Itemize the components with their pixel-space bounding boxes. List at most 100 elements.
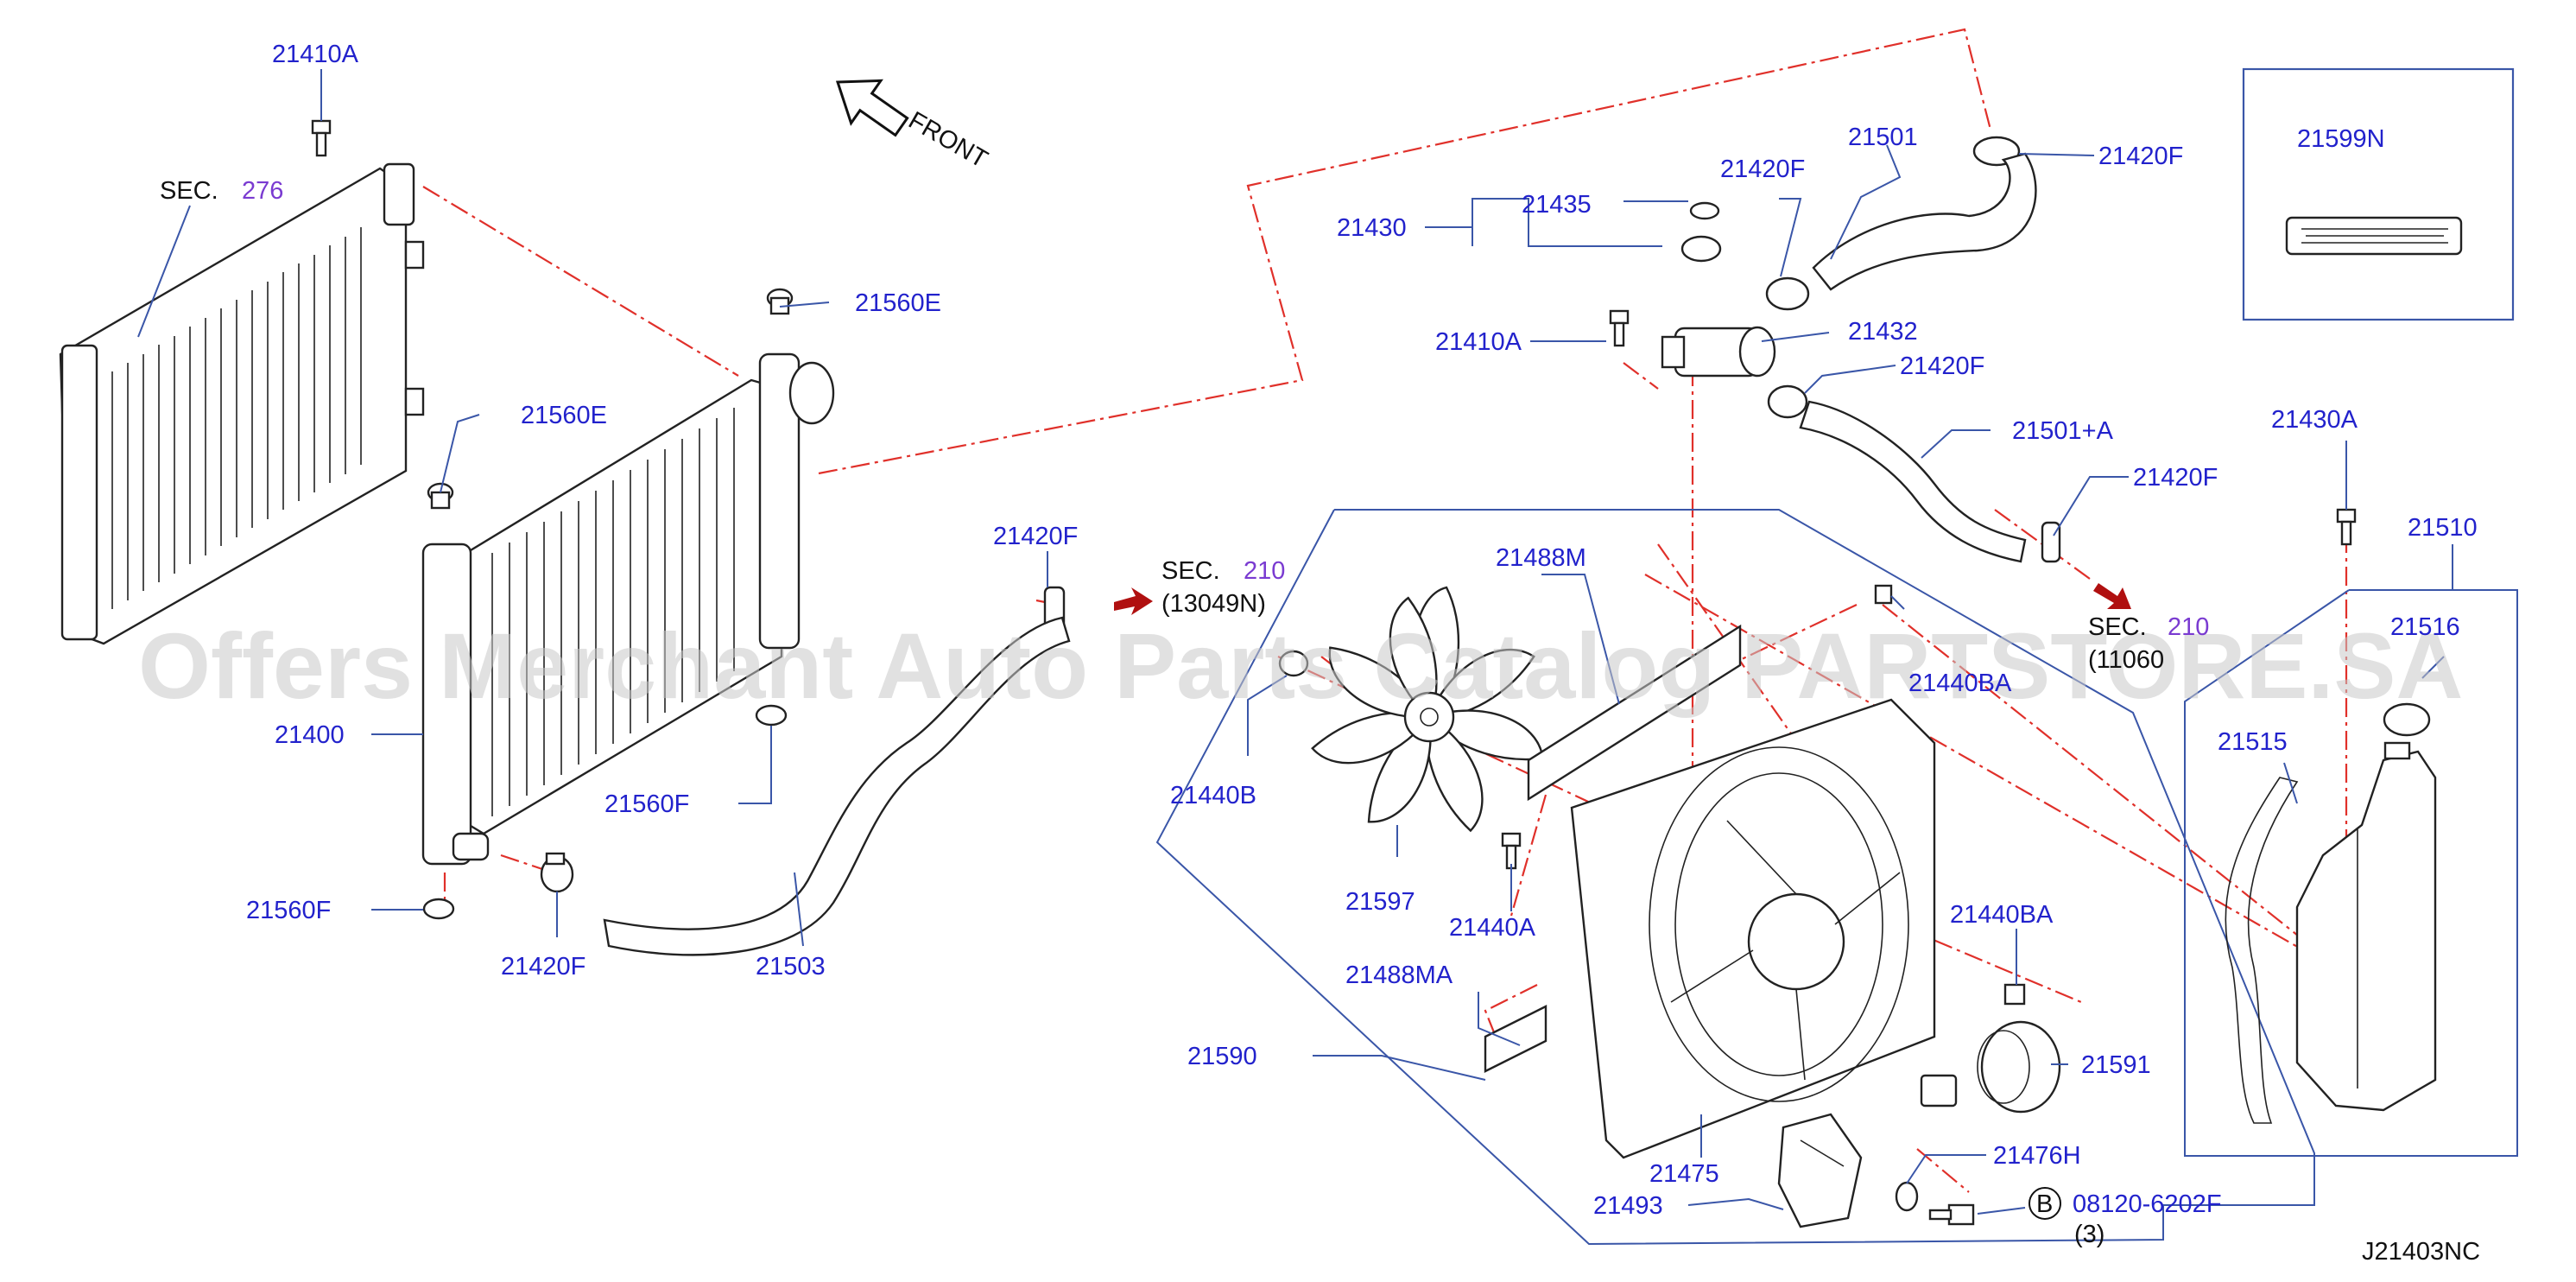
callout-21501: 21501: [1848, 124, 1918, 151]
water-outlet-21432: [1661, 235, 1776, 378]
sec-ref-radiator: SEC.: [160, 177, 218, 205]
radiator: [421, 352, 835, 866]
fan-motor-21591: [1920, 1020, 2061, 1114]
callout-21410A-mid: 21410A: [1435, 328, 1522, 356]
condenser-fins: [96, 227, 362, 618]
cap-21435: [1689, 201, 1720, 220]
callout-21420F-top-right: 21420F: [2098, 143, 2183, 170]
sec-ref-engine-num: 210: [1244, 557, 1285, 585]
radiator-upper-outlet: [788, 361, 835, 425]
foam-21488M: [1527, 624, 1742, 802]
engine-section-arrow: [1114, 587, 1153, 615]
callout-21430: 21430: [1337, 214, 1407, 242]
fan-blade-21597: [1311, 586, 1544, 833]
leader-lines: [137, 69, 2453, 1215]
callout-21440B: 21440B: [1170, 782, 1256, 809]
section-arrows: [1114, 583, 2131, 615]
callout-21493: 21493: [1593, 1192, 1663, 1220]
callout-21591: 21591: [2081, 1051, 2151, 1079]
hose-21501: [1812, 152, 2037, 291]
callout-21476H: 21476H: [1993, 1142, 2081, 1170]
radiator-fins: [491, 408, 735, 816]
bolt-marker-letter: B: [2036, 1190, 2053, 1218]
callout-21420F-hose: 21420F: [993, 523, 1078, 550]
fan-assembly-outline: [1155, 509, 2315, 1246]
callout-21516: 21516: [2390, 613, 2460, 641]
clamp-21420F-bottom: [540, 852, 574, 893]
washer-21476H: [1895, 1181, 1919, 1212]
sec-ref-rear-num: 210: [2168, 613, 2209, 641]
reservoir-box-outline: [2184, 589, 2518, 1157]
sec-ref-engine: SEC.: [1161, 557, 1220, 585]
callout-21410A-top: 21410A: [272, 41, 359, 68]
callout-21510: 21510: [2408, 514, 2478, 542]
callout-21560E-top: 21560E: [855, 289, 941, 317]
callout-21488MA: 21488MA: [1345, 962, 1453, 989]
rear-section-arrow: [2093, 583, 2131, 609]
callout-21440A: 21440A: [1449, 914, 1536, 942]
bolt-quantity: (3): [2074, 1221, 2104, 1248]
grommet-21560F-bottom: [422, 898, 455, 920]
bolt-21440A: [1501, 832, 1522, 870]
radiator-lower-outlet: [452, 832, 490, 861]
bolt-08120: [1928, 1203, 1975, 1226]
clip-21440B: [1278, 650, 1309, 677]
callout-21503: 21503: [756, 953, 826, 981]
fan-shroud-21590: [1570, 698, 1936, 1159]
callout-21590: 21590: [1187, 1043, 1257, 1070]
front-direction-arrow: [835, 79, 909, 137]
sec-ref-rear: SEC.: [2088, 613, 2147, 641]
callout-21560F-bottom: 21560F: [246, 897, 331, 924]
clip-21440BA-top: [1874, 584, 1893, 605]
hoses: [603, 152, 2299, 1124]
callout-21420F-upper: 21420F: [1720, 155, 1805, 183]
radiator-right-tank: [758, 352, 801, 650]
inset-box: [2242, 67, 2515, 321]
condenser: [59, 162, 425, 645]
reservoir-cap-21516: [2383, 702, 2431, 737]
bolt-marker: B: [2029, 1187, 2061, 1220]
hose-21515: [2225, 777, 2299, 1124]
hose-21503: [603, 616, 1071, 956]
callout-21432: 21432: [1848, 318, 1918, 346]
callout-21488M: 21488M: [1496, 544, 1586, 572]
callout-21430A: 21430A: [2271, 406, 2358, 434]
callout-21599N: 21599N: [2297, 125, 2385, 153]
reservoir-tank-21510: [2295, 702, 2437, 1112]
callout-21420F-bottom: 21420F: [501, 953, 585, 981]
callout-21560E-left: 21560E: [521, 402, 607, 429]
grommet-21560E-top: [766, 288, 794, 315]
clamp-21420F-upper: [1765, 276, 1810, 311]
callout-21597: 21597: [1345, 888, 1415, 916]
radiator-left-tank: [421, 543, 472, 866]
grommet-21560E-left: [427, 482, 454, 510]
grommet-21560F-mid: [755, 704, 788, 727]
resistor-21493: [1777, 1113, 1863, 1228]
diagram-code: J21403NC: [2362, 1238, 2480, 1266]
callout-21475: 21475: [1649, 1160, 1719, 1188]
callout-08120-6202F: 08120-6202F: [2073, 1190, 2222, 1218]
fasteners: [311, 119, 2357, 1226]
sec-ref-engine-code: (13049N): [1161, 590, 1266, 618]
callout-21560F-mid: 21560F: [604, 790, 689, 818]
front-label: FRONT: [904, 106, 993, 174]
callout-21420F-mid: 21420F: [1900, 352, 1984, 380]
watermark-text: Offers Merchant Auto Parts Catalog PARTS…: [138, 613, 2463, 718]
callout-21440BA-bottom: 21440BA: [1950, 901, 2054, 929]
callout-21501A: 21501+A: [2012, 417, 2114, 445]
bolt-21410A-top: [311, 119, 332, 157]
callout-21435: 21435: [1522, 191, 1592, 219]
callout-21420F-right: 21420F: [2133, 464, 2218, 492]
clip-21440BA-bottom: [2003, 983, 2026, 1006]
bolt-21410A-mid: [1609, 309, 1630, 347]
callout-21440BA-top: 21440BA: [1908, 670, 2012, 697]
bolt-21430A: [2336, 508, 2357, 546]
foam-21488MA: [1484, 1005, 1547, 1073]
clamp-21420F-mid: [1767, 384, 1808, 419]
hose-21501A: [1799, 400, 2027, 563]
sec-ref-rear-code: (11060: [2088, 646, 2164, 674]
callout-21515: 21515: [2218, 728, 2288, 756]
sec-ref-radiator-num: 276: [242, 177, 283, 205]
callout-21400: 21400: [275, 721, 345, 749]
